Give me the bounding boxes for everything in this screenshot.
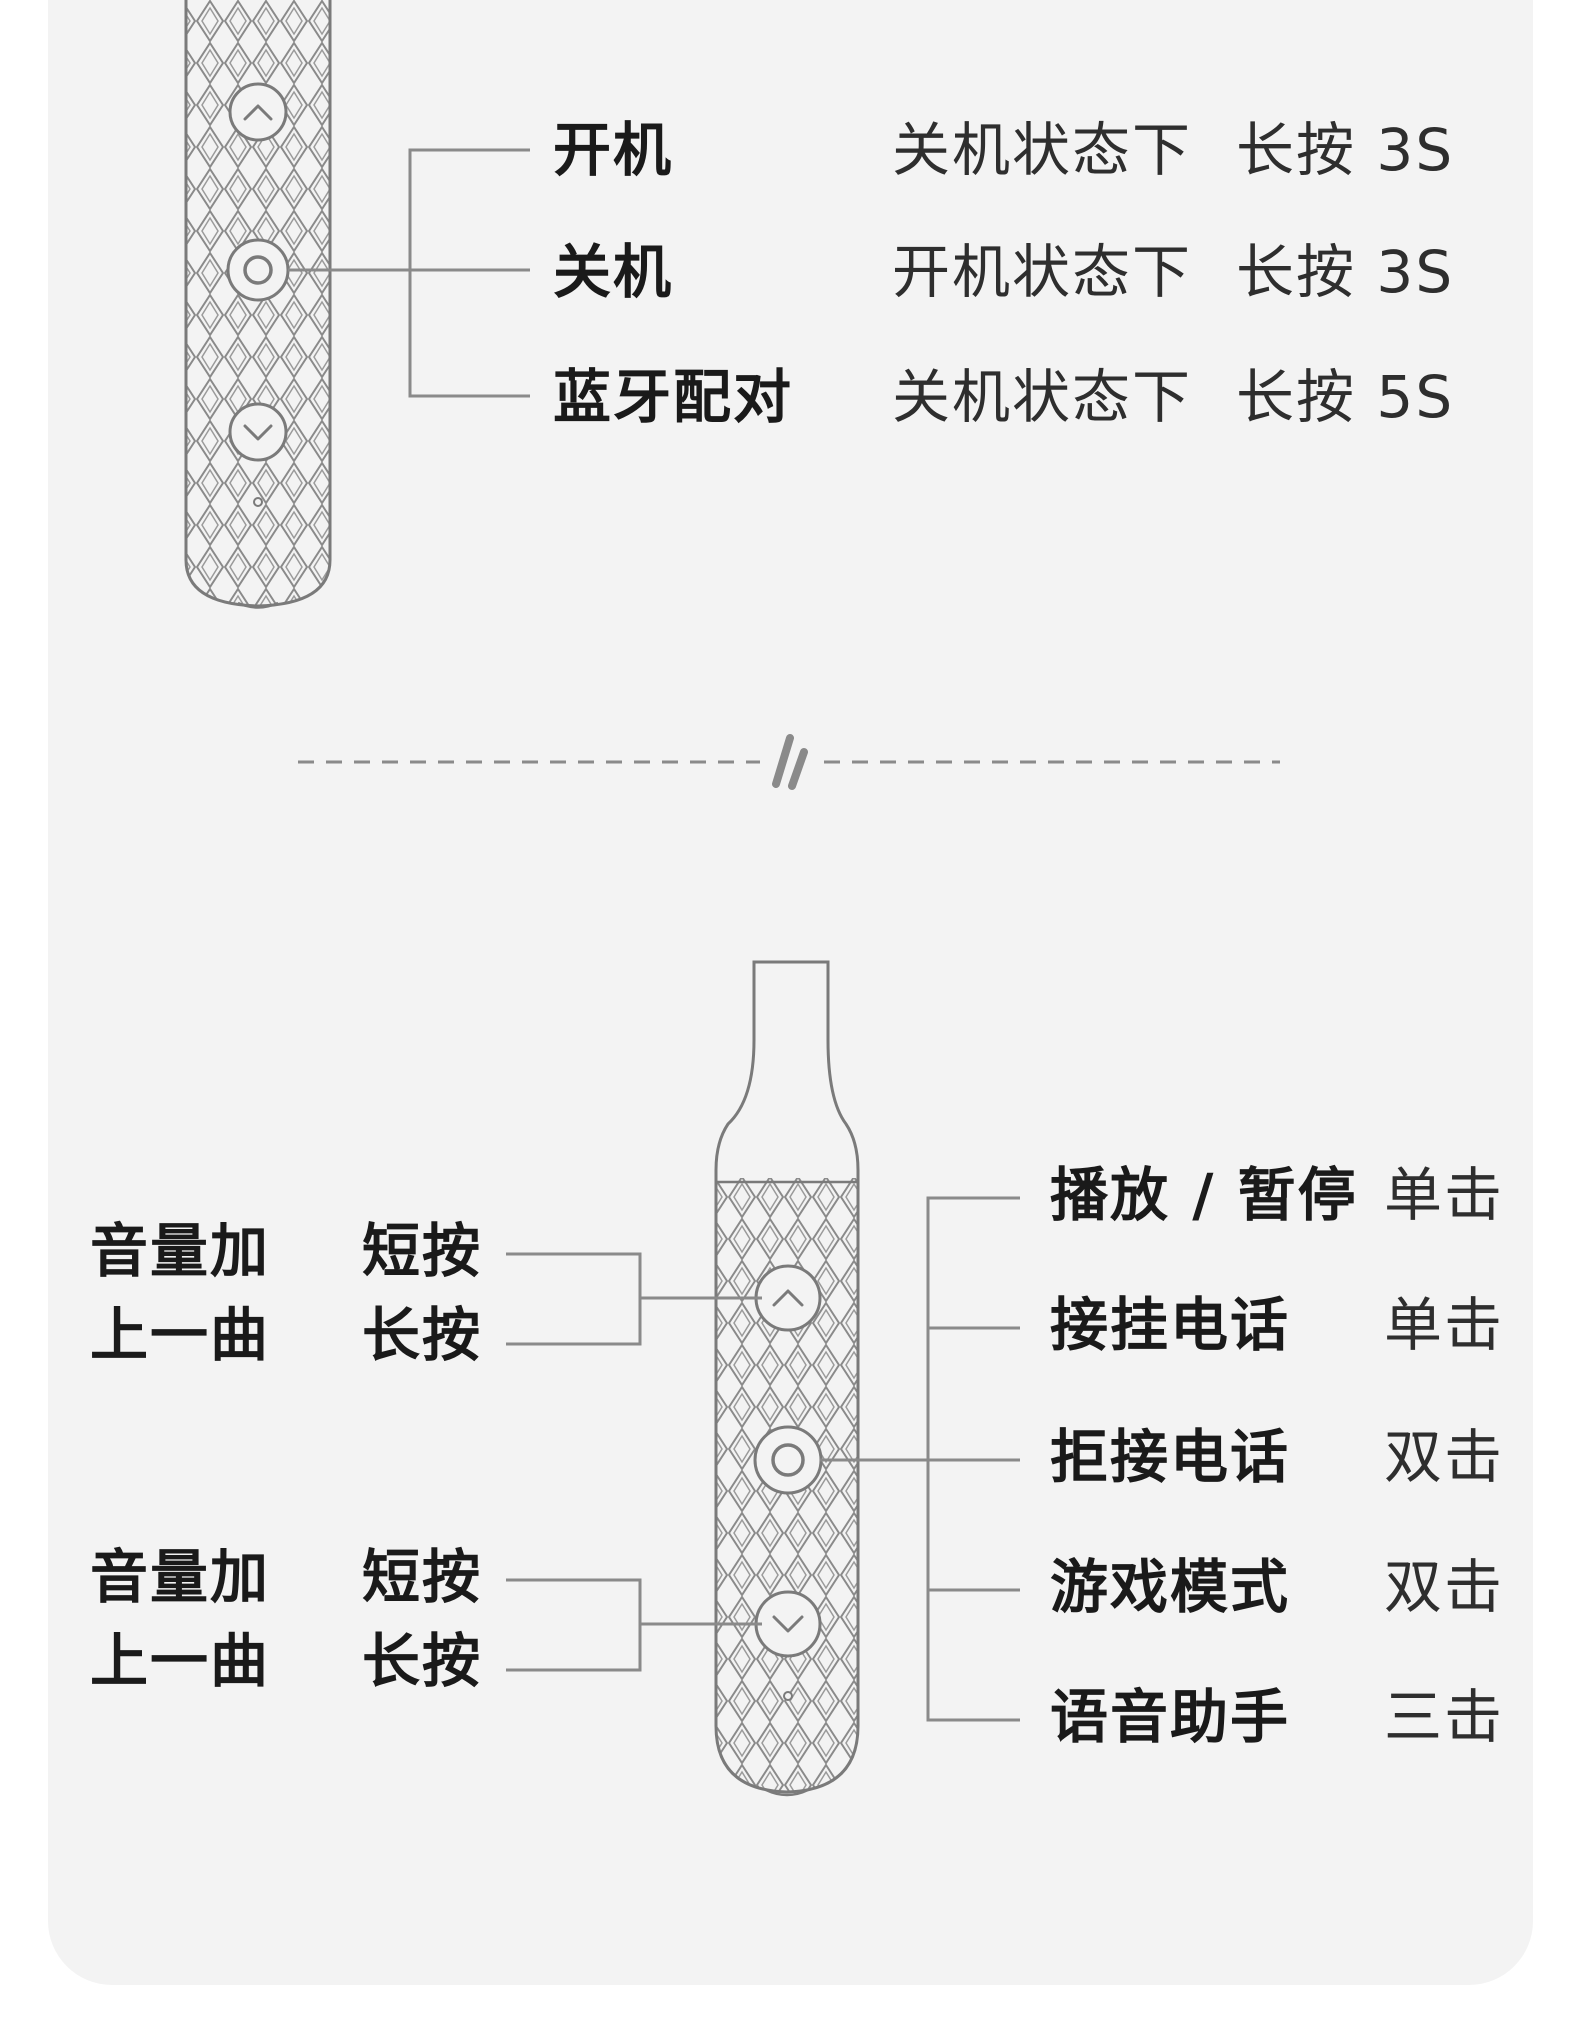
top-earpiece: [184, 0, 332, 609]
chevron-up-icon: [243, 104, 273, 121]
down-function-1: 音量加: [90, 1543, 271, 1611]
slash-mark-icon: [772, 734, 808, 790]
power-condition-1: 关机状态下: [892, 116, 1193, 184]
center-press-3: 双击: [1384, 1423, 1505, 1491]
down-press-1: 短按: [362, 1543, 483, 1611]
top-center-button: [226, 238, 290, 302]
top-up-button: [228, 82, 288, 142]
power-condition-2: 开机状态下: [892, 238, 1193, 306]
up-press-1: 短按: [362, 1217, 483, 1285]
bottom-connector-lines: [506, 1196, 1020, 1722]
chevron-down-icon: [243, 424, 273, 441]
bottom-center-button: [753, 1425, 823, 1495]
top-connector-lines: [288, 148, 530, 398]
center-function-5: 语音助手: [1050, 1683, 1291, 1751]
center-press-5: 三击: [1384, 1683, 1505, 1751]
center-function-2: 接挂电话: [1050, 1291, 1291, 1359]
power-action-3: 蓝牙配对: [553, 363, 794, 431]
center-function-3: 拒接电话: [1050, 1423, 1291, 1491]
center-press-4: 双击: [1384, 1553, 1505, 1621]
power-action-2: 关机: [553, 238, 674, 306]
power-operation-1: 长按 3S: [1236, 116, 1455, 184]
chevron-down-icon: [772, 1615, 804, 1633]
power-operation-2: 长按 3S: [1236, 238, 1455, 306]
power-operation-3: 长按 5S: [1236, 363, 1455, 431]
circle-button-icon: [243, 255, 273, 285]
center-function-4: 游戏模式: [1050, 1553, 1291, 1621]
center-function-1: 播放 / 暂停: [1050, 1161, 1358, 1229]
up-function-2: 上一曲: [90, 1301, 271, 1369]
bottom-up-button: [754, 1264, 822, 1332]
down-press-2: 长按: [362, 1627, 483, 1695]
chevron-up-icon: [772, 1289, 804, 1307]
circle-button-icon: [771, 1443, 805, 1477]
bottom-down-button: [754, 1590, 822, 1658]
section-divider: [298, 734, 1280, 790]
top-down-button: [228, 402, 288, 462]
bottom-earpiece: [714, 960, 860, 1797]
up-function-1: 音量加: [90, 1217, 271, 1285]
center-press-2: 单击: [1384, 1291, 1505, 1359]
center-press-1: 单击: [1384, 1161, 1505, 1229]
power-action-1: 开机: [553, 116, 674, 184]
power-condition-3: 关机状态下: [892, 363, 1193, 431]
down-function-2: 上一曲: [90, 1627, 271, 1695]
up-press-2: 长按: [362, 1301, 483, 1369]
